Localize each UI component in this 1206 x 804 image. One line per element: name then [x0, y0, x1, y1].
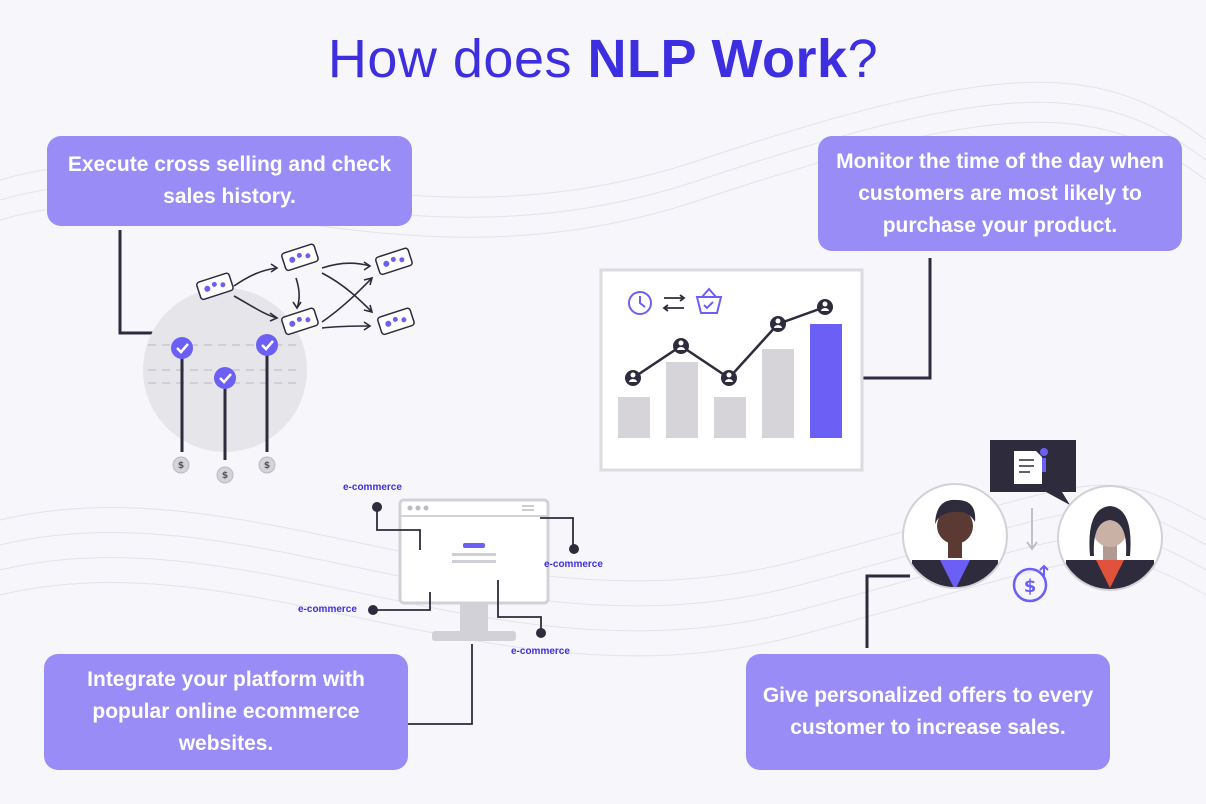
connector-bottom-right [865, 574, 910, 648]
svg-text:$: $ [264, 461, 270, 471]
dollar-up-icon: $ [1012, 564, 1049, 603]
connector-top-right [862, 258, 932, 380]
chat-bubble [990, 440, 1076, 505]
flow-arrows [233, 261, 374, 331]
ecommerce-label: e-commerce [298, 604, 357, 615]
user-icon [625, 299, 833, 386]
dollar-coin-icon: $ $ $ [172, 456, 276, 484]
check-icon [171, 334, 278, 389]
svg-text:$: $ [222, 471, 228, 481]
page-title: How does NLP Work? [327, 29, 879, 89]
bar-series [618, 324, 842, 438]
swap-arrows-icon [662, 294, 686, 312]
clock-icon [628, 291, 652, 315]
ecommerce-connectors [373, 507, 574, 725]
basket-icon [695, 287, 723, 314]
svg-text:$: $ [1024, 576, 1037, 597]
step-monitor-time: Monitor the time of the day when custome… [818, 136, 1182, 251]
customer-avatar-right [1057, 485, 1163, 591]
monitor-illustration [398, 498, 550, 641]
customer-avatar-left [902, 483, 1008, 589]
step-integrate: Integrate your platform with popular onl… [44, 654, 408, 770]
product-tags [196, 243, 415, 336]
ecommerce-label: e-commerce [511, 646, 570, 657]
document-icon [1014, 448, 1048, 484]
step-personalized-offers: Give personalized offers to every custom… [746, 654, 1110, 770]
connector-top-left [118, 230, 160, 335]
step-cross-selling: Execute cross selling and check sales hi… [47, 136, 412, 226]
connector-dots [368, 502, 579, 638]
ecommerce-label: e-commerce [544, 559, 603, 570]
svg-text:$: $ [178, 461, 184, 471]
ecommerce-label: e-commerce [343, 482, 402, 493]
